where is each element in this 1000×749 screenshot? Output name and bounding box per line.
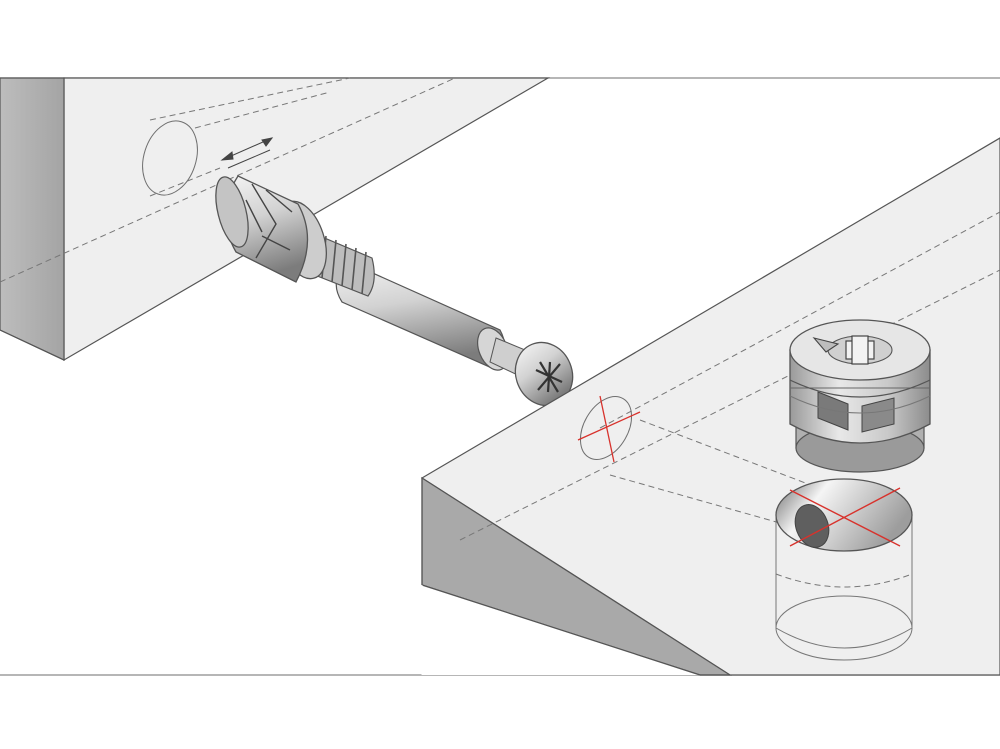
- bolt-entry-center-mark: [577, 395, 641, 463]
- cam-drive-slot-icon: [845, 335, 875, 365]
- lower-panel: [420, 137, 1000, 676]
- cam-housing-window: [817, 391, 849, 431]
- cam-direction-arrow-icon: [812, 337, 840, 353]
- bolt-head-drive-icon: [535, 361, 563, 393]
- upper-panel-side: [0, 77, 65, 361]
- cam-bore-notch: [794, 504, 830, 548]
- cam-bore: [775, 478, 913, 661]
- depth-dimension-arrows: [220, 137, 274, 169]
- bolt-entry-hole: [579, 396, 633, 460]
- bolt-sleeve-front: [215, 176, 249, 248]
- bolt-sleeve-slots: [245, 183, 293, 259]
- upper-hidden-lines: [0, 77, 456, 283]
- cam-bore-center-mark: [789, 487, 901, 547]
- connecting-bolt: [215, 175, 574, 407]
- upper-panel-drill-hole: [142, 120, 198, 196]
- lower-hidden-lines: [459, 211, 1000, 541]
- cam-housing: [789, 319, 931, 473]
